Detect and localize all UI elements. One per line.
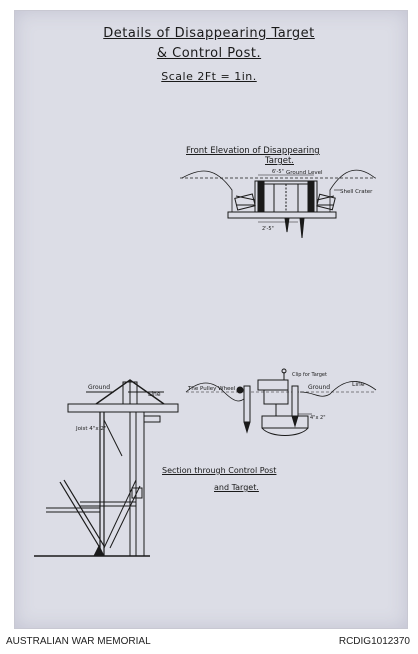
ground-level-label: Ground Level	[286, 170, 323, 176]
joist-label: Joist 4"x 2"	[75, 426, 106, 432]
front-elevation-heading-2: Target.	[265, 156, 294, 166]
ground-left-label: Ground	[88, 384, 110, 391]
ground-right-label: Ground	[308, 384, 330, 391]
front-elevation-heading: Front Elevation of Disappearing	[186, 146, 320, 156]
section-heading-2: and Target.	[214, 483, 259, 492]
target-section-drawing	[185, 368, 377, 436]
pulley-wheel-label: The Pulley Wheel	[187, 386, 236, 392]
dim-bottom-label: 2'-5"	[262, 226, 274, 232]
drawing-scale: Scale 2Ft = 1in.	[161, 70, 257, 83]
control-post-drawing	[34, 379, 179, 557]
footer-source: AUSTRALIAN WAR MEMORIAL	[6, 636, 151, 647]
clip-target-label: Clip for Target	[292, 372, 327, 378]
section-heading: Section through Control Post	[162, 466, 277, 475]
line-right-label: Line	[352, 381, 365, 388]
footer-id: RCDIG1012370	[338, 636, 410, 647]
shell-crater-label: Shell Crater	[340, 189, 373, 195]
dim-4x2-label: 4"x 2"	[310, 415, 326, 421]
drawing-subtitle: & Control Post.	[156, 46, 262, 61]
drawing-sheet	[14, 10, 408, 629]
front-elevation-drawing	[180, 169, 376, 239]
dim-top-label: 6'-5"	[272, 169, 284, 175]
drawing-title: Details of Disappearing Target	[103, 26, 315, 41]
line-left-label: Line	[148, 391, 161, 398]
